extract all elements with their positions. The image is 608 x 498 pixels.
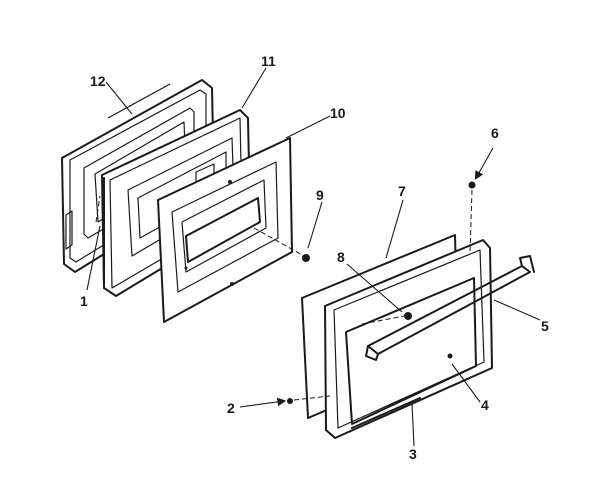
callout-6: 6 bbox=[491, 125, 499, 141]
callout-10: 10 bbox=[330, 105, 346, 121]
callout-5: 5 bbox=[541, 318, 549, 334]
screw-part-2 bbox=[287, 398, 293, 404]
callout-8: 8 bbox=[337, 249, 345, 265]
screw-part-8 bbox=[404, 312, 412, 320]
callout-9: 9 bbox=[316, 187, 324, 203]
door-glass-panel bbox=[157, 137, 293, 323]
assembly-lines bbox=[95, 189, 473, 401]
leader-lines bbox=[86, 67, 541, 447]
callout-11: 11 bbox=[261, 53, 276, 69]
callout-7: 7 bbox=[398, 183, 406, 199]
door-trim-frame bbox=[324, 239, 493, 439]
callout-12: 12 bbox=[90, 73, 106, 89]
door-handle bbox=[365, 255, 535, 361]
callout-4: 4 bbox=[481, 397, 489, 413]
screw-part-4 bbox=[447, 353, 453, 359]
callout-3: 3 bbox=[409, 446, 417, 462]
callout-1: 1 bbox=[80, 293, 88, 309]
screw-part-6 bbox=[468, 181, 476, 189]
callout-2: 2 bbox=[227, 400, 235, 416]
